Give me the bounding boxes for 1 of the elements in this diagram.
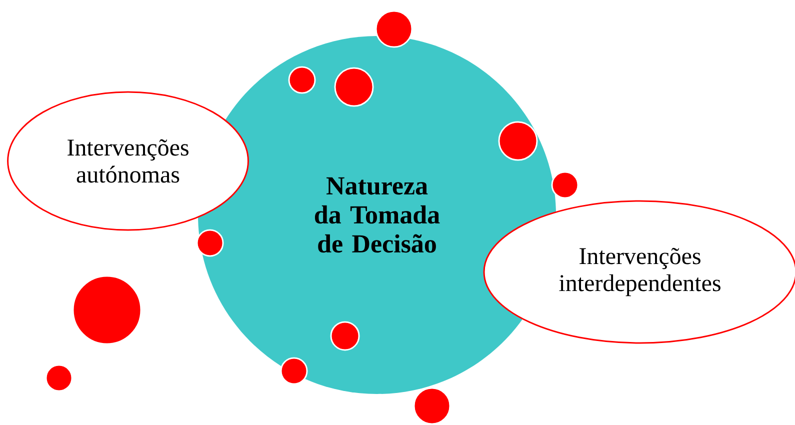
node-label: Intervenções interdependentes: [559, 248, 720, 296]
